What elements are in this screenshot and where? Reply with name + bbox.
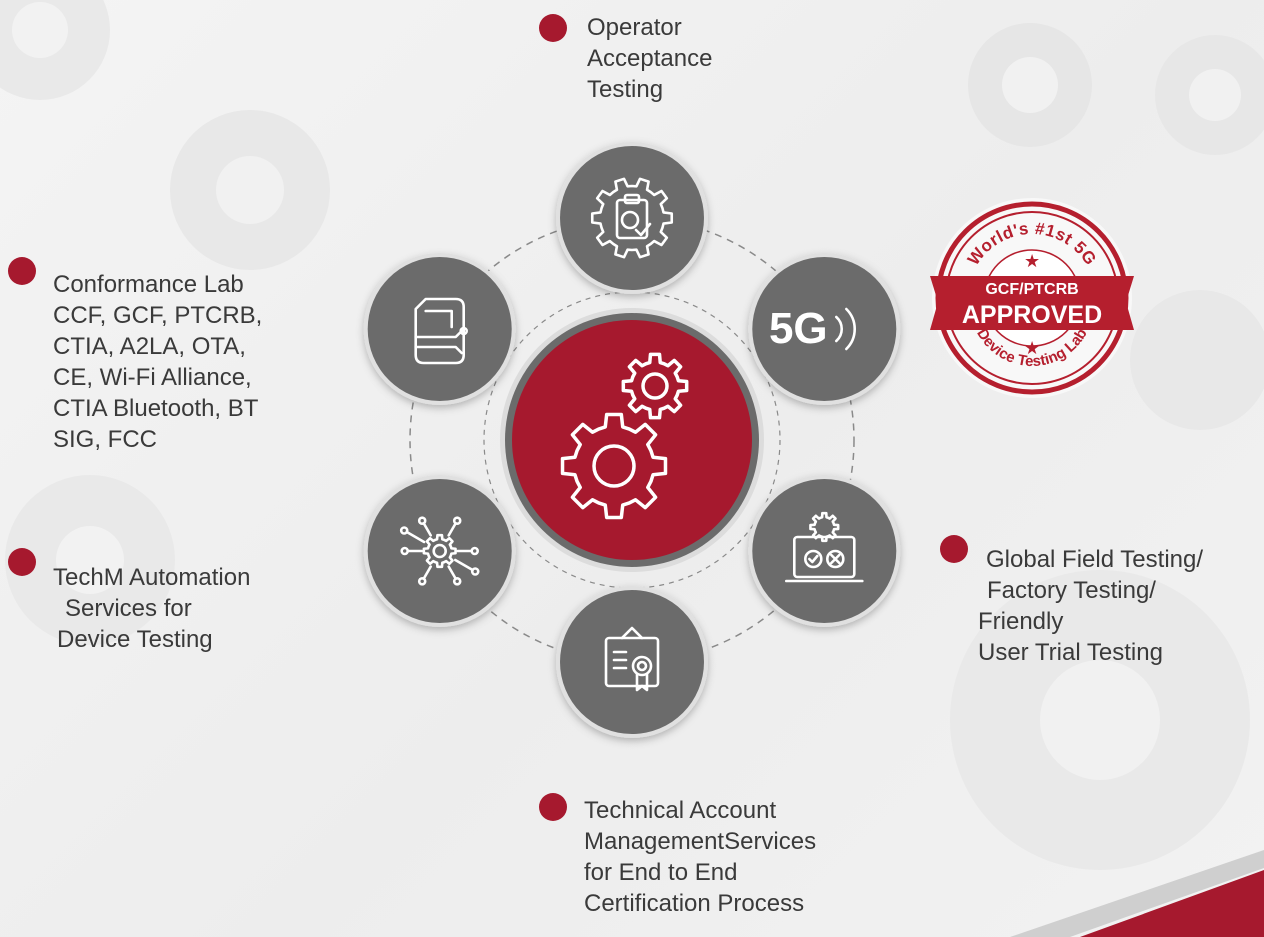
node-sim-card bbox=[363, 253, 516, 405]
bullet-dot bbox=[8, 257, 36, 285]
label-line: TechM Automation bbox=[53, 564, 251, 591]
label-line: SIG, FCC bbox=[53, 426, 158, 453]
grey-swoosh bbox=[1010, 850, 1264, 937]
label-line: Factory Testing/ bbox=[987, 577, 1156, 604]
label-line: Technical Account bbox=[584, 797, 777, 824]
label-line: CE, Wi-Fi Alliance, bbox=[53, 364, 252, 391]
label-line: Testing bbox=[587, 76, 664, 103]
label-line: Friendly bbox=[978, 608, 1064, 635]
label-line: Services for bbox=[65, 595, 192, 622]
approval-badge: World's #1st 5G Device Testing Lab ★ ★ G… bbox=[930, 198, 1134, 398]
label-line: CTIA, A2LA, OTA, bbox=[53, 333, 246, 360]
laptop-gear-check-icon bbox=[784, 511, 864, 583]
sim-card-icon bbox=[414, 297, 469, 365]
label-line: ManagementServices bbox=[584, 828, 817, 855]
label-line: Device Testing bbox=[57, 626, 213, 653]
label-line: CTIA Bluetooth, BT bbox=[53, 395, 259, 422]
clipboard-gear-icon bbox=[590, 177, 674, 259]
badge-line1: GCF/PTCRB bbox=[985, 281, 1078, 298]
label-line: Conformance Lab bbox=[53, 271, 244, 298]
bg-gear-cluster-left bbox=[0, 0, 330, 645]
badge-star-bottom: ★ bbox=[1024, 338, 1040, 359]
node-certificate bbox=[556, 586, 708, 738]
gears-icon bbox=[560, 352, 689, 520]
node-network-gear bbox=[363, 475, 516, 627]
5g-text: 5G bbox=[769, 304, 828, 353]
accent-swoosh bbox=[1080, 870, 1264, 937]
label-line: Global Field Testing/ bbox=[986, 546, 1204, 573]
label-line: Acceptance bbox=[587, 45, 713, 72]
label-line: Certification Process bbox=[584, 890, 805, 917]
hub bbox=[500, 308, 764, 572]
node-clipboard-gear bbox=[556, 142, 708, 294]
bullet-dot bbox=[539, 793, 567, 821]
badge-star-top: ★ bbox=[1024, 251, 1040, 272]
label-line: CCF, GCF, PTCRB, bbox=[53, 302, 263, 329]
label-line: User Trial Testing bbox=[978, 639, 1163, 666]
label-line: Operator bbox=[587, 14, 682, 41]
node-laptop-gear-check bbox=[748, 475, 901, 627]
label-line: for End to End bbox=[584, 859, 738, 886]
bullet-dot bbox=[940, 535, 968, 563]
5g-icon: 5G bbox=[769, 304, 856, 353]
network-gear-icon bbox=[399, 516, 480, 586]
badge-ribbon bbox=[930, 276, 1134, 330]
node-5g: 5G bbox=[748, 253, 901, 405]
badge-line2: APPROVED bbox=[962, 301, 1102, 329]
bg-gear-cluster-right bbox=[950, 23, 1264, 870]
certificate-icon bbox=[604, 626, 660, 692]
bullet-dot bbox=[539, 14, 567, 42]
bullet-dot bbox=[8, 548, 36, 576]
